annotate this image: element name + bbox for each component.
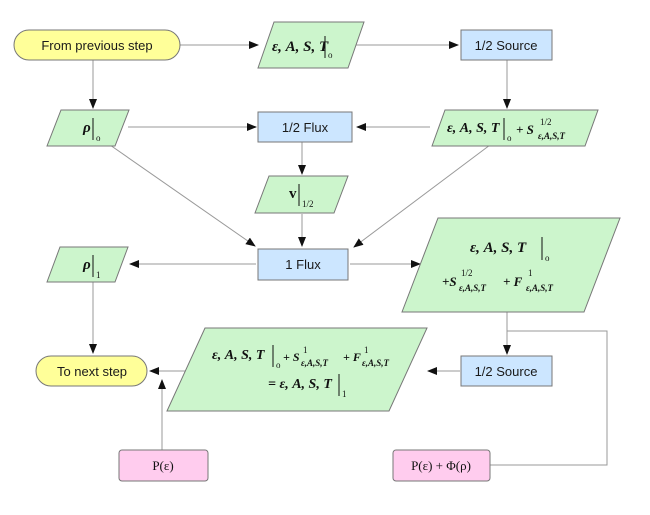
state-final-sup2: 1 — [364, 345, 369, 355]
p-eps-label: P(ε) — [152, 458, 173, 473]
half-source-2-node: 1/2 Source — [460, 355, 553, 387]
to-next-step-node: To next step — [35, 355, 148, 387]
state-final-plus1: + S — [283, 350, 300, 364]
state-half-plus: + S — [516, 122, 534, 137]
state-final-line1-main: ε, A, S, T — [212, 348, 266, 363]
p-eps-phi-label: P(ε) + Φ(ρ) — [411, 458, 471, 473]
state-half-subsub: ε,A,S,T — [538, 131, 565, 141]
from-previous-step-node: From previous step — [13, 29, 181, 61]
svg-text:= ε, A, S, T: = ε, A, S, T — [268, 377, 333, 392]
state-final-node: ε, A, S, T o + S 1 ε,A,S,T + F 1 ε,A,S,T… — [166, 327, 428, 412]
state-flux-line1-main: ε, A, S, T — [470, 240, 527, 256]
state-flux-plus1: +S — [442, 274, 457, 289]
svg-text:ε, A, S, T: ε, A, S, T — [272, 39, 329, 55]
half-source-2-label: 1/2 Source — [475, 364, 538, 379]
state-half-sub: o — [507, 133, 512, 143]
svg-text:ε, A, S, T: ε, A, S, T — [212, 348, 266, 363]
rho-1-node: ρ 1 — [46, 246, 129, 283]
v-half-node: v 1/2 — [254, 175, 349, 214]
state-flux-plus2: + F — [503, 274, 523, 289]
state-final-line2-eq: = ε, A, S, T — [268, 377, 333, 392]
half-source-1-label: 1/2 Source — [475, 38, 538, 53]
rho-o-main: ρ — [82, 120, 91, 136]
svg-text:ε, A, S, T: ε, A, S, T — [470, 240, 527, 256]
state-flux-node: ε, A, S, T o +S 1/2 ε,A,S,T + F 1 ε,A,S,… — [401, 217, 621, 313]
half-source-1-node: 1/2 Source — [460, 29, 553, 61]
from-previous-step-label: From previous step — [41, 38, 152, 53]
state-final-line1-sub: o — [276, 360, 281, 370]
p-eps-node: P(ε) — [118, 449, 209, 482]
v-half-main: v — [289, 186, 297, 202]
state-final-sub2: ε,A,S,T — [362, 358, 389, 368]
state-flux-sup1: 1/2 — [461, 268, 473, 278]
state-flux-sub1: ε,A,S,T — [459, 283, 486, 293]
state-final-line2-sub: 1 — [342, 389, 347, 399]
half-flux-label: 1/2 Flux — [282, 120, 329, 135]
state-o-node: ε, A, S, T o — [257, 21, 365, 69]
rho-o-sub: o — [96, 133, 101, 143]
one-flux-label: 1 Flux — [285, 257, 321, 272]
edge-p-eps-phi-loop — [490, 330, 608, 466]
state-final-plus2: + F — [343, 350, 361, 364]
state-final-sup1: 1 — [303, 345, 308, 355]
v-half-sub: 1/2 — [302, 199, 314, 209]
half-flux-node: 1/2 Flux — [257, 111, 353, 143]
edges — [89, 41, 608, 466]
rho-1-main: ρ — [82, 257, 91, 273]
svg-text:ε, A, S, T: ε, A, S, T — [447, 121, 501, 136]
state-half-main: ε, A, S, T — [447, 121, 501, 136]
state-half-node: ε, A, S, T o + S 1/2 ε,A,S,T — [431, 109, 599, 147]
state-flux-line1-sub: o — [545, 253, 550, 263]
rho-1-sub: 1 — [96, 270, 101, 280]
state-flux-sub2: ε,A,S,T — [526, 283, 553, 293]
state-o-main: ε, A, S, T — [272, 39, 329, 55]
edge-state-half-to-one-flux — [353, 144, 491, 248]
state-half-sup: 1/2 — [540, 117, 552, 127]
state-o-sub: o — [328, 50, 333, 60]
edge-rho-o-to-one-flux — [109, 144, 256, 247]
to-next-step-label: To next step — [57, 364, 127, 379]
state-flux-sup2: 1 — [528, 268, 533, 278]
one-flux-node: 1 Flux — [257, 248, 349, 281]
p-eps-phi-node: P(ε) + Φ(ρ) — [392, 449, 491, 482]
rho-o-node: ρ o — [46, 109, 130, 147]
state-final-sub1: ε,A,S,T — [301, 358, 328, 368]
